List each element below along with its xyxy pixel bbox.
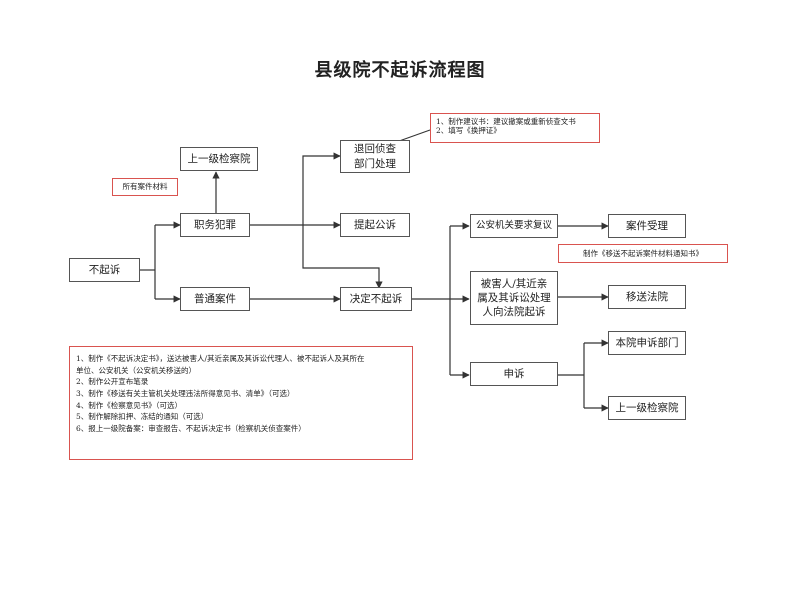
- note-main-line7: 6、报上一级院备案：审查报告、不起诉决定书（检察机关侦查案件）: [76, 423, 306, 433]
- node-beihairen-line2: 属及其诉讼处理: [477, 291, 551, 304]
- note-jianyi-line2: 2、填写《换押证》: [436, 126, 501, 136]
- node-shensu: 申诉: [470, 362, 558, 386]
- note-yisong-tongzhi: 制作《移送不起诉案件材料通知书》: [558, 244, 728, 263]
- edge-zhiwu-tuihui: [302, 152, 341, 225]
- note-main-procedures: 1、制作《不起诉决定书》，送达被害人/其近亲属及其诉讼代理人、被不起诉人及其所在…: [69, 346, 413, 460]
- note-main-line4: 3、制作《移送有关主管机关处理违法所得意见书、清单》（可选）: [76, 388, 295, 398]
- note-main-line6: 5、制作解除扣押、冻结的通知（可选）: [76, 412, 209, 422]
- diagram-title: 县级院不起诉流程图: [314, 60, 486, 81]
- note-main-line3: 2、制作公开宣布笔录: [76, 377, 149, 387]
- node-beihairen-qisu: 被害人/其近亲 属及其诉讼处理 人向法院起诉: [470, 271, 558, 325]
- node-anjian-shouli: 案件受理: [608, 214, 686, 238]
- node-yisong-fayuan: 移送法院: [608, 285, 686, 309]
- note-main-line5: 4、制作《检察意见书》（可选）: [76, 400, 183, 410]
- node-tuihui-line1: 退回侦查: [354, 143, 396, 156]
- node-tuihui-zhencha: 退回侦查 部门处理: [340, 140, 410, 173]
- node-tiqi-gongsu: 提起公诉: [340, 213, 410, 237]
- note-jianyi-shu: 1、制作建议书：建议撤案或重新侦查文书 2、填写《换押证》: [430, 113, 600, 143]
- note-jianyi-line1: 1、制作建议书：建议撤案或重新侦查文书: [436, 117, 576, 126]
- node-putong-anjian: 普通案件: [180, 287, 250, 311]
- node-shangji-jianchayuan-top: 上一级检察院: [180, 147, 258, 171]
- note-main-line1: 1、制作《不起诉决定书》，送达被害人/其近亲属及其诉讼代理人、被不起诉人及其所在: [76, 354, 365, 363]
- node-bu-qisu: 不起诉: [69, 258, 140, 282]
- note-suoyou-anjian-cailiao: 所有案件材料: [112, 178, 178, 196]
- node-zhiwu-fanzui: 职务犯罪: [180, 213, 250, 237]
- node-jueding-bu-qisu: 决定不起诉: [340, 287, 412, 311]
- node-benyuan-shensu-bumen: 本院申诉部门: [608, 331, 686, 355]
- node-gongan-fuyi: 公安机关要求复议: [470, 214, 558, 238]
- node-tuihui-line2: 部门处理: [354, 157, 396, 170]
- node-beihairen-line1: 被害人/其近亲: [480, 277, 548, 290]
- node-beihairen-line3: 人向法院起诉: [482, 306, 546, 319]
- note-main-line2: 单位、公安机关（公安机关移送的）: [76, 365, 196, 375]
- edge-zhiwu-jueding: [302, 225, 383, 289]
- node-shangji-jianchayuan-bottom: 上一级检察院: [608, 396, 686, 420]
